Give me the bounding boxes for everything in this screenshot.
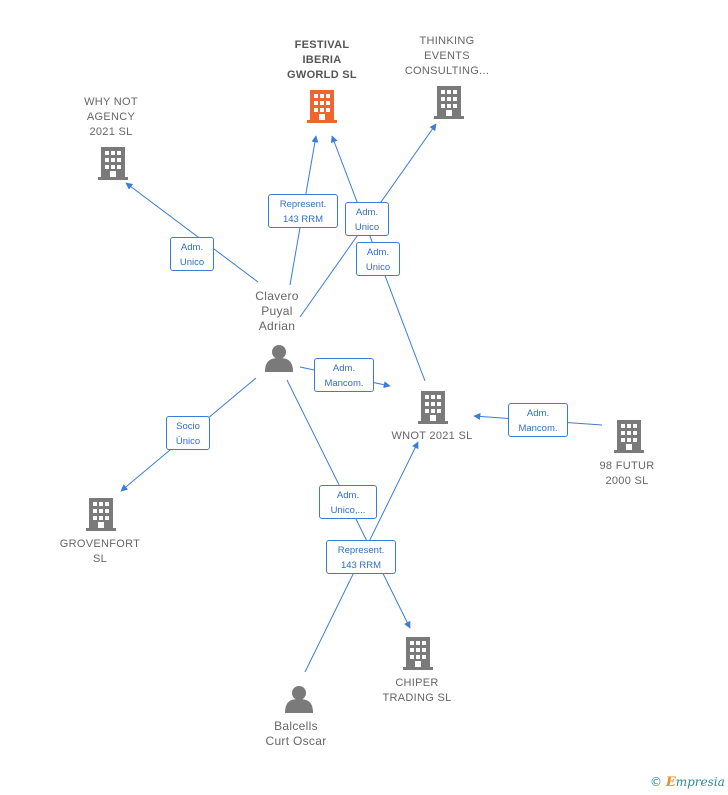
edge-label-adm-mancom[interactable]: Adm. Mancom. — [508, 403, 568, 437]
edge-label-adm-unico[interactable]: Adm. Unico — [356, 242, 400, 276]
edge-label-adm-unico[interactable]: Adm. Unico — [345, 202, 389, 236]
building-icon[interactable] — [434, 86, 464, 119]
node-label-chiper[interactable]: CHIPER TRADING SL — [382, 677, 452, 704]
building-icon[interactable] — [418, 391, 448, 424]
edge-label-socio-unico[interactable]: Socio Único — [166, 416, 210, 450]
person-icon[interactable] — [265, 345, 293, 372]
node-label-thinking[interactable]: THINKING EVENTS CONSULTING... — [404, 35, 490, 77]
building-icon[interactable] — [98, 147, 128, 180]
brand-initial: E — [665, 775, 676, 790]
node-label-wnot[interactable]: WNOT 2021 SL — [391, 430, 473, 442]
empresia-logo: © Empresia — [650, 775, 725, 790]
node-label-festival[interactable]: FESTIVAL IBERIA GWORLD SL — [287, 39, 357, 81]
node-label-clavero[interactable]: Clavero Puyal Adrian — [255, 289, 299, 333]
node-label-futur[interactable]: 98 FUTUR 2000 SL — [599, 460, 655, 487]
edge-clavero-whynot — [125, 182, 259, 283]
node-label-balcells[interactable]: Balcells Curt Oscar — [265, 719, 327, 748]
copyright-symbol: © — [650, 775, 662, 789]
edge-label-adm-unico-more[interactable]: Adm. Unico,... — [319, 485, 377, 519]
building-icon[interactable] — [614, 420, 644, 453]
building-icon[interactable] — [403, 637, 433, 670]
edge-label-adm-unico[interactable]: Adm. Unico — [170, 237, 214, 271]
person-icon[interactable] — [285, 686, 313, 713]
brand-name: mpresia — [675, 775, 725, 789]
node-label-whynot[interactable]: WHY NOT AGENCY 2021 SL — [84, 96, 138, 138]
building-icon[interactable] — [86, 498, 116, 531]
building-icon[interactable] — [307, 90, 337, 123]
node-label-grovenfort[interactable]: GROVENFORT SL — [59, 538, 141, 565]
edge-label-represent[interactable]: Represent. 143 RRM — [268, 194, 338, 228]
edge-label-adm-mancom[interactable]: Adm. Mancom. — [314, 358, 374, 392]
edge-label-represent[interactable]: Represent. 143 RRM — [326, 540, 396, 574]
